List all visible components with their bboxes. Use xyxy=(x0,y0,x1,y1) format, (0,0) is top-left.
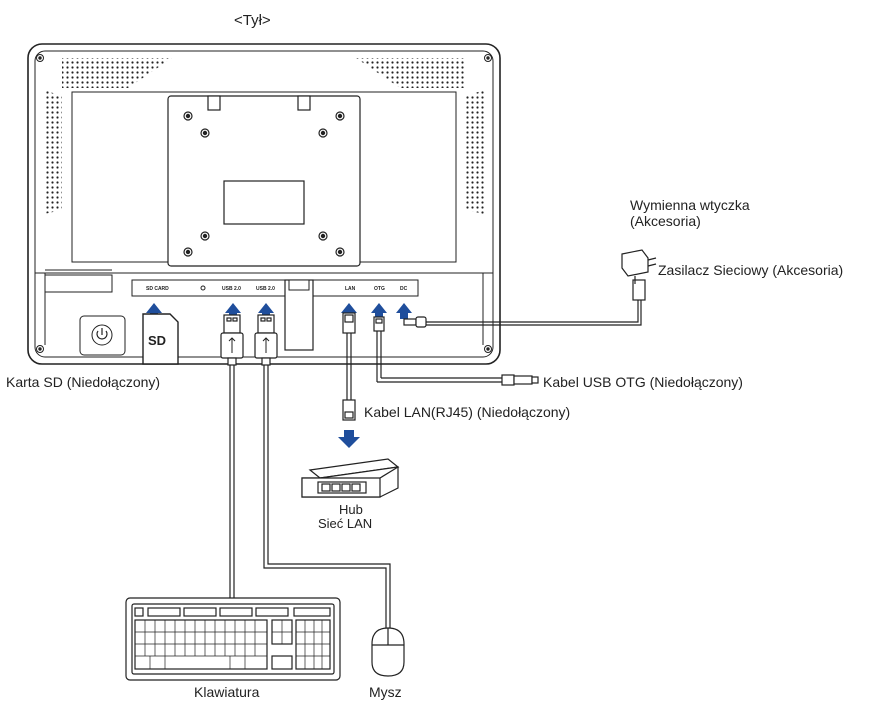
mouse-icon xyxy=(371,627,405,677)
sd-card-icon xyxy=(142,313,179,365)
page-title: <Tył> xyxy=(234,12,271,29)
port-label-dc: DC xyxy=(400,286,408,292)
label-plug-line2: (Akcesoria) xyxy=(630,213,701,229)
power-button xyxy=(79,315,126,356)
arrow-otg-icon xyxy=(371,303,387,319)
monitor-rear xyxy=(27,43,501,365)
label-mouse: Mysz xyxy=(369,684,402,700)
arrow-to-hub-icon xyxy=(338,430,360,448)
port-label-sd-card: SD CARD xyxy=(146,286,169,292)
label-lan-network: Sieć LAN xyxy=(318,516,373,531)
usb-otg-cable xyxy=(373,316,539,386)
keyboard-keys xyxy=(135,620,330,669)
corner-screws xyxy=(36,54,492,353)
cables xyxy=(229,365,391,632)
ac-adapter-plug-icon xyxy=(621,249,657,284)
dc-power-cable xyxy=(403,279,646,328)
vesa-mount-plate xyxy=(167,95,361,267)
port-label-lan: LAN xyxy=(345,286,356,292)
port-label-otg: OTG xyxy=(374,286,385,292)
label-keyboard: Klawiatura xyxy=(194,684,260,700)
label-lan-cable: Kabel LAN(RJ45) (Niedołączony) xyxy=(364,404,571,420)
lan-cable xyxy=(342,312,356,421)
label-sd-card: Karta SD (Niedołączony) xyxy=(6,374,161,390)
port-label-usb-a: USB 2.0 xyxy=(222,286,241,292)
label-usb-otg: Kabel USB OTG (Niedołączony) xyxy=(543,374,743,390)
port-label-usb-b: USB 2.0 xyxy=(256,286,275,292)
sd-card-glyph: SD xyxy=(148,333,166,348)
label-plug-line1: Wymienna wtyczka xyxy=(630,197,750,213)
keyboard-icon xyxy=(125,597,341,681)
label-adapter: Zasilacz Sieciowy (Akcesoria) xyxy=(658,262,844,278)
network-hub-icon xyxy=(301,458,400,498)
speaker-grilles xyxy=(44,58,484,214)
label-hub: Hub xyxy=(339,502,363,517)
arrow-dc-icon xyxy=(396,303,412,319)
usb-symbols xyxy=(228,337,270,353)
port-strip xyxy=(131,279,419,297)
